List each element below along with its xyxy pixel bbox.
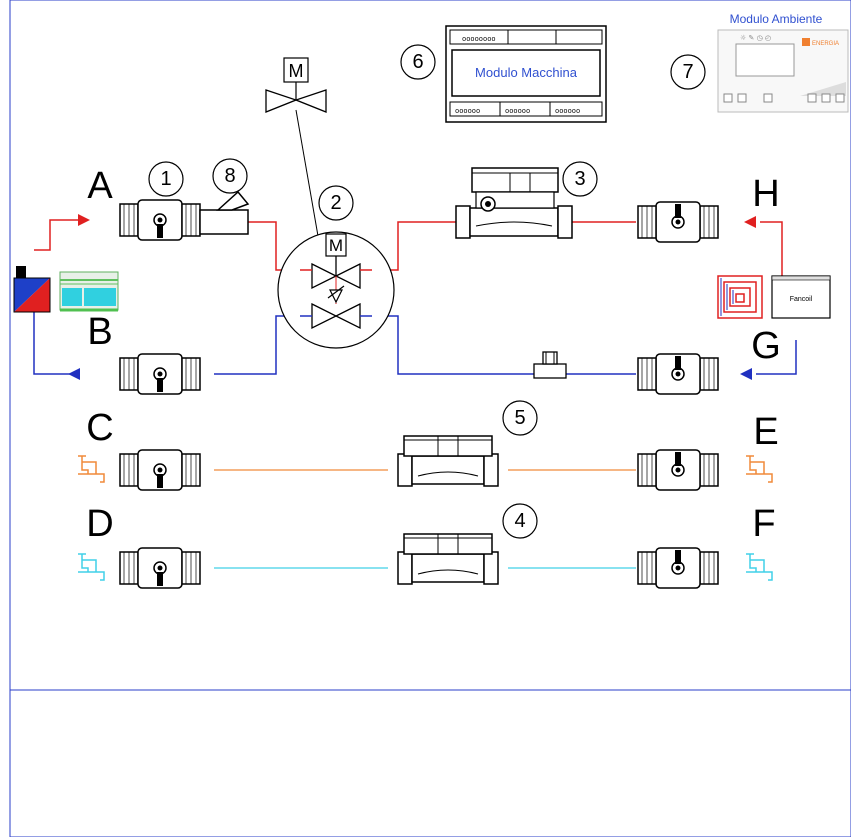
- callout-6: 6: [412, 51, 423, 73]
- svg-text:oooooo: oooooo: [555, 108, 580, 116]
- port-f: F: [752, 503, 775, 545]
- radiant-floor-icon: [717, 275, 763, 319]
- tap-d-icon: [77, 553, 105, 581]
- svg-text:oooooo: oooooo: [455, 108, 480, 116]
- valve-e[interactable]: [637, 449, 719, 491]
- pipe-b-return: [33, 300, 78, 375]
- port-d: D: [86, 503, 113, 545]
- port-g: G: [751, 325, 781, 367]
- svg-text:oooooo: oooooo: [505, 108, 530, 116]
- callout-5: 5: [514, 407, 525, 429]
- svg-text:oooooooo: oooooooo: [462, 36, 496, 44]
- heat-pump-icon: [13, 266, 119, 313]
- fancoil-label: Fancoil: [790, 296, 813, 303]
- ambient-brand: ENERGIA: [812, 41, 839, 47]
- callout-1: 1: [160, 168, 171, 190]
- filter-icon: [199, 190, 250, 235]
- callout-8: 8: [224, 165, 235, 187]
- arrow-h-icon: [744, 216, 756, 228]
- callout-3: 3: [574, 168, 585, 190]
- tap-c-icon: [77, 455, 105, 483]
- port-letters: A B C D E F G H: [86, 165, 781, 545]
- fancoil-icon: Fancoil: [771, 275, 831, 319]
- arrow-b-icon: [68, 368, 80, 380]
- pipe-h: [760, 221, 783, 276]
- heat-meter-icon: [455, 167, 573, 239]
- valve-h[interactable]: [637, 201, 719, 243]
- callout-4: 4: [514, 510, 525, 532]
- machine-module[interactable]: oooooooo Modulo Macchina oooooo oooooo o…: [445, 25, 607, 123]
- machine-module-label: Modulo Macchina: [475, 65, 578, 80]
- valve-d[interactable]: [119, 547, 201, 589]
- arrow-a-icon: [78, 214, 90, 226]
- motor-label: M: [329, 236, 343, 255]
- port-e: E: [753, 411, 778, 453]
- valve-b[interactable]: [119, 353, 201, 395]
- svg-text:☼ ✎ ◷ ◴: ☼ ✎ ◷ ◴: [740, 34, 771, 42]
- water-meter-5: [397, 435, 499, 487]
- pipes: [33, 109, 797, 569]
- ambient-module-label: Modulo Ambiente: [730, 12, 823, 26]
- ambient-module[interactable]: Modulo Ambiente ☼ ✎ ◷ ◴ ENERGIA: [717, 12, 849, 113]
- port-b: B: [87, 311, 112, 353]
- svg-text:M: M: [289, 61, 304, 81]
- sensor-icon: [533, 351, 567, 379]
- pipe-g: [756, 340, 797, 375]
- valve-a[interactable]: [119, 199, 201, 241]
- callouts: 1 2 3 4 5 6 7 8: [148, 44, 706, 539]
- pipe-blue-right: [372, 315, 636, 375]
- callout-7: 7: [682, 61, 693, 83]
- valve-g[interactable]: [637, 353, 719, 395]
- port-a: A: [87, 165, 113, 207]
- port-h: H: [752, 173, 779, 215]
- port-c: C: [86, 407, 113, 449]
- drawing-frame: [9, 0, 851, 837]
- motor-actuator-icon-top: M: [265, 57, 327, 113]
- arrow-g-icon: [740, 368, 752, 380]
- valve-c[interactable]: [119, 449, 201, 491]
- callout-2: 2: [330, 192, 341, 214]
- motor-actuator-icon: [325, 233, 347, 257]
- three-way-valve-icon[interactable]: M: [277, 231, 395, 349]
- tap-f-icon: [745, 553, 773, 581]
- pipe-blue-left: [214, 315, 300, 375]
- valve-f[interactable]: [637, 547, 719, 589]
- actuator-link: [295, 109, 319, 237]
- pipe-a-supply: [34, 219, 80, 251]
- water-meter-4: [397, 533, 499, 585]
- tap-e-icon: [745, 455, 773, 483]
